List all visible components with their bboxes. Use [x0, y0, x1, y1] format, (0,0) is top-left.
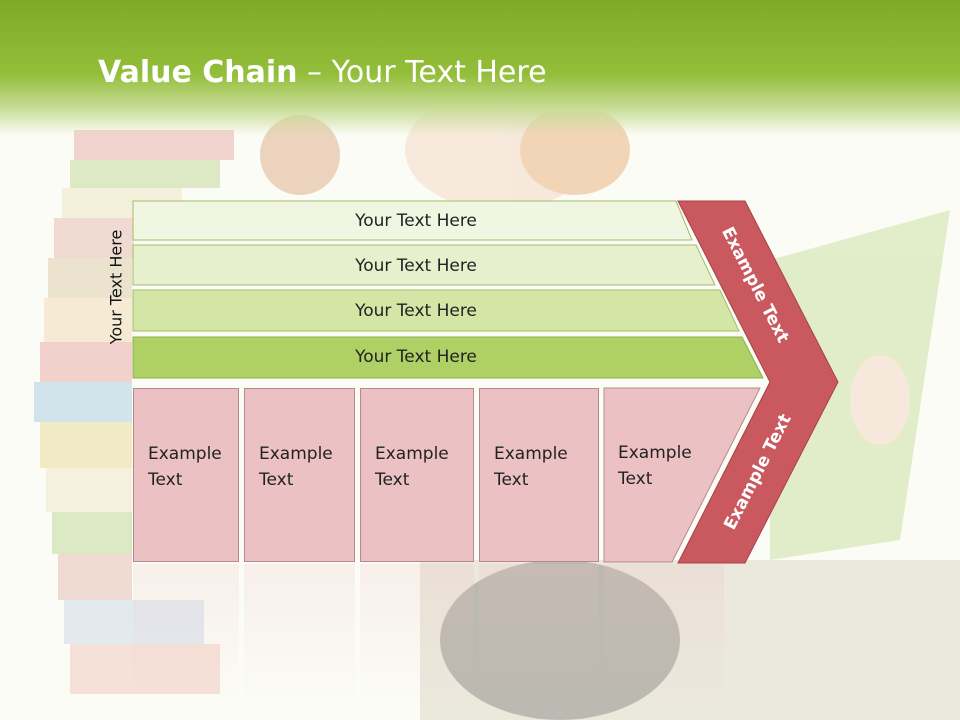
box-3-line2: Text	[375, 470, 410, 490]
bar-1-shape	[132, 200, 693, 241]
slide-title: Value Chain – Your Text Here	[98, 55, 547, 90]
chevron-shape	[677, 200, 839, 564]
box-3-line1: Example	[375, 444, 449, 464]
box-2-line2: Text	[259, 470, 294, 490]
bar-1-label: Your Text Here	[355, 211, 477, 231]
header-band	[0, 0, 960, 135]
box-2-line1: Example	[259, 444, 333, 464]
box-1-line1: Example	[148, 444, 222, 464]
box-5-line1: Example	[618, 443, 692, 463]
box-4-line1: Example	[494, 444, 568, 464]
box-5-line2: Text	[618, 469, 653, 489]
reflection	[0, 564, 960, 704]
bar-4-shape	[132, 336, 764, 379]
bar-4-label: Your Text Here	[355, 347, 477, 367]
bar-3-shape	[132, 289, 740, 332]
box-4-line2: Text	[494, 470, 529, 490]
bar-2-shape	[132, 244, 716, 286]
box-1-line2: Text	[148, 470, 183, 490]
title-rest: – Your Text Here	[297, 55, 547, 90]
bar-2-label: Your Text Here	[355, 256, 477, 276]
bar-3-label: Your Text Here	[355, 301, 477, 321]
title-bold: Value Chain	[98, 55, 298, 90]
